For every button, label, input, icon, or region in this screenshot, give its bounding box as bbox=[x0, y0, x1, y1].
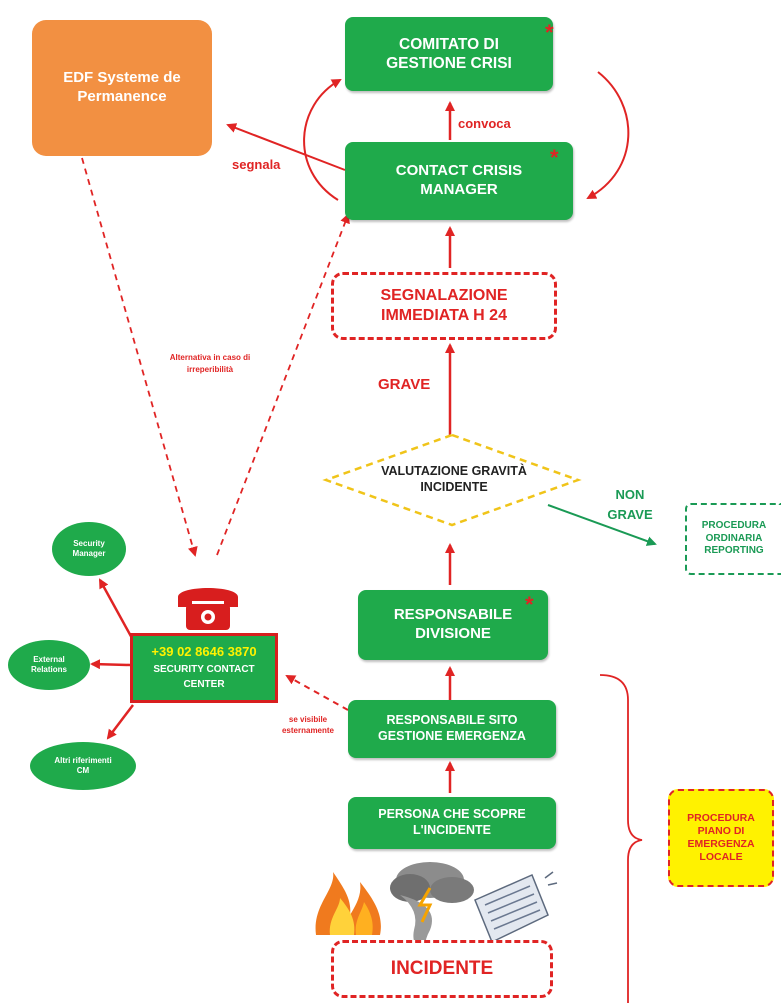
valutazione-gravita-node: VALUTAZIONE GRAVITÀ INCIDENTE bbox=[380, 452, 528, 508]
comitato-label: COMITATO DI GESTIONE CRISI bbox=[386, 35, 512, 72]
telephone-icon bbox=[178, 588, 238, 630]
ccm-label: CONTACT CRISIS MANAGER bbox=[395, 162, 523, 198]
se-visibile-note: se visibile esternamente bbox=[281, 715, 335, 736]
arrow-phone-ccm bbox=[216, 213, 350, 556]
non-grave-label: NON GRAVE bbox=[607, 487, 653, 522]
comitato-asterisk: * bbox=[545, 20, 554, 45]
grave-label: GRAVE bbox=[378, 376, 431, 393]
newspaper-icon bbox=[474, 871, 558, 944]
segnalazione-label: SEGNALAZIONE IMMEDIATA H 24 bbox=[380, 287, 508, 324]
external-relations-node: External Relations bbox=[8, 640, 90, 690]
contact-crisis-manager-node: CONTACT CRISIS MANAGER bbox=[345, 142, 573, 220]
procedura-ordinaria-label: PROCEDURA ORDINARIA REPORTING bbox=[701, 520, 767, 557]
fire-icon bbox=[315, 872, 381, 935]
procedura-ordinaria-node: PROCEDURA ORDINARIA REPORTING bbox=[685, 503, 781, 575]
convoca-label: convoca bbox=[458, 116, 511, 131]
procedura-bracket bbox=[599, 674, 643, 1003]
valutazione-diamond bbox=[322, 433, 582, 527]
divisione-asterisk: * bbox=[525, 592, 534, 617]
altri-riferimenti-label: Altri riferimenti CM bbox=[54, 756, 112, 775]
procedura-piano-node: PROCEDURA PIANO DI EMERGENZA LOCALE bbox=[668, 789, 774, 887]
security-contact-center-node: +39 02 8646 3870 SECURITY CONTACT CENTER bbox=[130, 633, 278, 703]
edf-permanence-node: EDF Systeme de Permanence bbox=[32, 20, 212, 156]
responsabile-sito-node: RESPONSABILE SITO GESTIONE EMERGENZA bbox=[348, 700, 556, 758]
security-manager-node: Security Manager bbox=[52, 522, 126, 576]
responsabile-divisione-node: RESPONSABILE DIVISIONE bbox=[358, 590, 548, 660]
incidente-node: INCIDENTE bbox=[331, 940, 553, 998]
security-phone-number: +39 02 8646 3870 bbox=[151, 643, 257, 659]
alternativa-note: Alternativa in caso di irreperibilità bbox=[169, 353, 251, 374]
arrow-loop-left bbox=[303, 79, 342, 201]
edf-label: EDF Systeme de Permanence bbox=[63, 69, 181, 105]
segnalazione-immediata-node: SEGNALAZIONE IMMEDIATA H 24 bbox=[331, 272, 557, 340]
resp-sito-label: RESPONSABILE SITO GESTIONE EMERGENZA bbox=[378, 713, 526, 743]
comitato-crisi-node: COMITATO DI GESTIONE CRISI bbox=[345, 17, 553, 91]
persona-label: PERSONA CHE SCOPRE L'INCIDENTE bbox=[378, 807, 526, 837]
arrow-ccm-edf bbox=[226, 123, 346, 171]
procedura-piano-label: PROCEDURA PIANO DI EMERGENZA LOCALE bbox=[687, 811, 755, 864]
arrow-sito-security bbox=[285, 675, 349, 711]
valutazione-label: VALUTAZIONE GRAVITÀ INCIDENTE bbox=[381, 464, 527, 494]
arrow-sec-manager bbox=[98, 578, 135, 641]
arrow-loop-right bbox=[586, 71, 630, 199]
resp-divisione-label: RESPONSABILE DIVISIONE bbox=[393, 606, 513, 642]
segnala-label: segnala bbox=[232, 157, 281, 172]
altri-riferimenti-node: Altri riferimenti CM bbox=[30, 742, 136, 790]
arrow-non-grave bbox=[547, 504, 657, 546]
ccm-asterisk: * bbox=[550, 145, 559, 170]
storm-icon bbox=[390, 862, 474, 955]
security-manager-label: Security Manager bbox=[72, 539, 106, 558]
incidente-label: INCIDENTE bbox=[390, 958, 494, 980]
arrow-edf-phone bbox=[81, 157, 198, 557]
arrow-sec-altri bbox=[106, 704, 134, 740]
security-center-label: SECURITY CONTACT CENTER bbox=[153, 664, 255, 691]
external-relations-label: External Relations bbox=[30, 655, 67, 674]
persona-scopre-node: PERSONA CHE SCOPRE L'INCIDENTE bbox=[348, 797, 556, 849]
arrow-sec-external bbox=[90, 659, 131, 670]
